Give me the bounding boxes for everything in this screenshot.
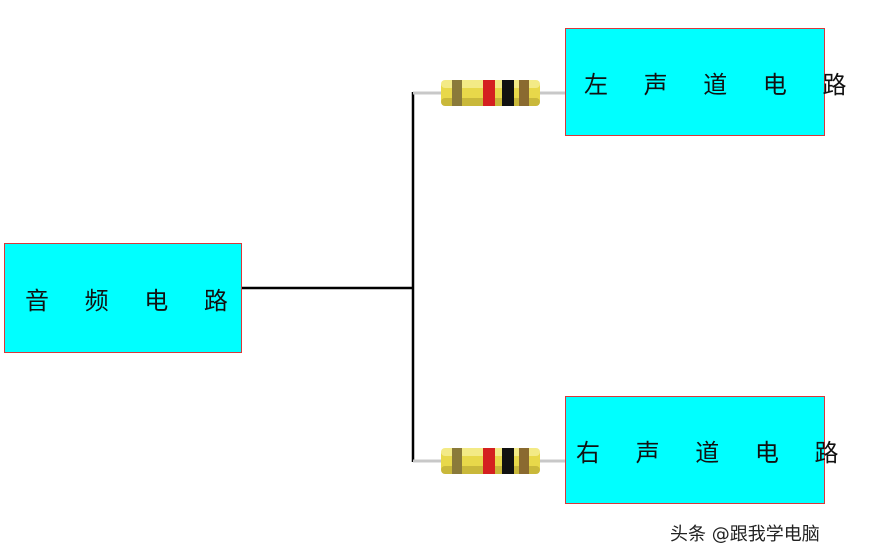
watermark: 头条 @跟我学电脑 bbox=[670, 524, 820, 545]
left-channel-circuit-label: 左 声 道 电 路 bbox=[584, 70, 861, 99]
right-channel-circuit-label: 右 声 道 电 路 bbox=[576, 438, 853, 467]
audio-circuit-box: 音 频 电 路 bbox=[4, 243, 242, 353]
left-channel-circuit-box: 左 声 道 电 路 bbox=[565, 28, 847, 136]
resistor-left-channel bbox=[413, 80, 565, 106]
resistor-right-channel bbox=[413, 448, 565, 474]
right-channel-circuit-box: 右 声 道 电 路 bbox=[565, 396, 839, 504]
audio-circuit-label: 音 频 电 路 bbox=[25, 286, 242, 315]
